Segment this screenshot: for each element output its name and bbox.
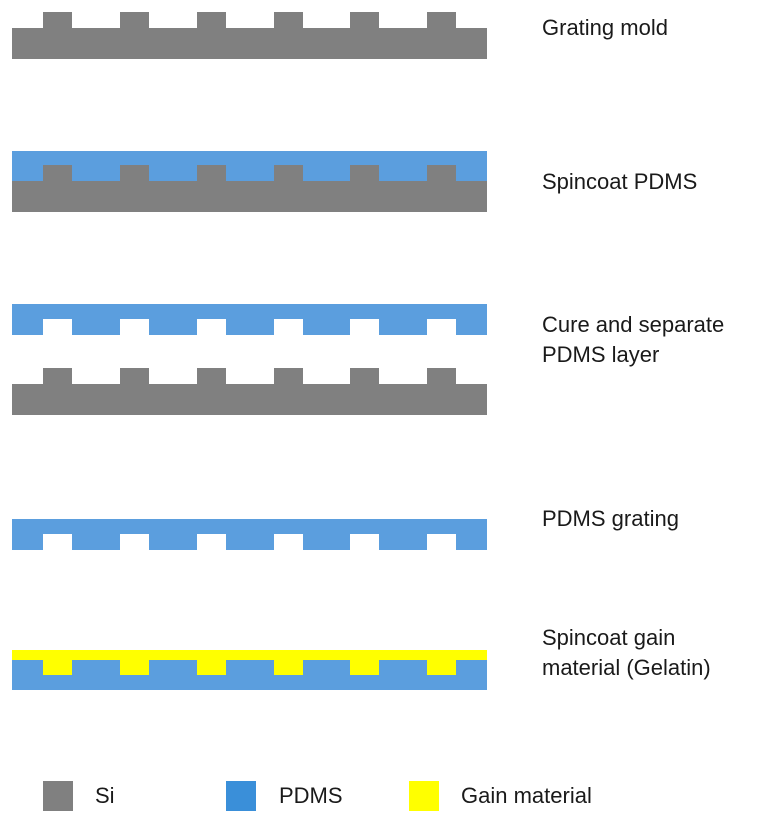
step-label-grating-mold: Grating mold: [542, 13, 668, 43]
step5-gain-fill: [274, 660, 303, 675]
pdms-swatch-icon: [226, 781, 256, 811]
step-label-spincoat-pdms: Spincoat PDMS: [542, 167, 697, 197]
step5-gain-fill: [350, 660, 379, 675]
step3-pdms-tooth: [149, 319, 197, 335]
step3-pdms-tooth: [72, 319, 120, 335]
step3-pdms-tooth: [303, 319, 350, 335]
step4-pdms-tooth: [72, 534, 120, 550]
step-label-line: PDMS layer: [542, 342, 660, 367]
legend-label-pdms: PDMS: [279, 783, 343, 808]
legend-label-gain: Gain material: [461, 783, 592, 808]
step4-pdms-tooth: [149, 534, 197, 550]
step-label-line: Cure and separate: [542, 312, 725, 337]
legend-label-si: Si: [95, 783, 115, 808]
step1-si-tooth: [43, 12, 72, 28]
step3-si-tooth: [350, 368, 379, 384]
step-label-line: Spincoat gain: [542, 625, 676, 650]
step3-si-base: [12, 384, 487, 415]
step3-pdms-tooth: [226, 319, 274, 335]
step3-si-tooth: [274, 368, 303, 384]
step4-pdms-tooth: [379, 534, 427, 550]
step-label-pdms-grating: PDMS grating: [542, 504, 679, 534]
step3-pdms-body: [12, 304, 487, 319]
step-label-line: material (Gelatin): [542, 655, 711, 680]
step4-pdms-body: [12, 519, 487, 534]
step4-pdms-tooth: [456, 534, 487, 550]
step2-si-tooth: [43, 165, 72, 181]
step2-si-tooth: [120, 165, 149, 181]
step-label-spincoat-gain: Spincoat gain material (Gelatin): [542, 623, 711, 683]
step1-si-tooth: [350, 12, 379, 28]
step5-gain-fill: [197, 660, 226, 675]
step2-si-tooth: [427, 165, 456, 181]
step2-si-tooth: [274, 165, 303, 181]
step-label-line: Grating mold: [542, 15, 668, 40]
step2-si-tooth: [197, 165, 226, 181]
step2-si-tooth: [350, 165, 379, 181]
step-label-cure-separate: Cure and separate PDMS layer: [542, 310, 724, 370]
step2-pdms-coat: [12, 151, 487, 181]
step4-pdms-tooth: [226, 534, 274, 550]
step-label-line: Spincoat PDMS: [542, 169, 698, 194]
step3-si-tooth: [197, 368, 226, 384]
step5-gain-fill: [43, 660, 72, 675]
step3-si-tooth: [427, 368, 456, 384]
step1-si-tooth: [427, 12, 456, 28]
si-swatch-icon: [43, 781, 73, 811]
step5-gain-fill: [427, 660, 456, 675]
step5-gain-fill: [120, 660, 149, 675]
step-label-line: PDMS grating: [542, 506, 679, 531]
step3-pdms-tooth: [379, 319, 427, 335]
step4-pdms-tooth: [12, 534, 43, 550]
step4-pdms-tooth: [303, 534, 350, 550]
gain-swatch-icon: [409, 781, 439, 811]
step5-gain-top: [12, 650, 487, 660]
step3-pdms-tooth: [12, 319, 43, 335]
step2-si-base: [12, 181, 487, 212]
step1-si-tooth: [120, 12, 149, 28]
step3-si-tooth: [120, 368, 149, 384]
step3-si-tooth: [43, 368, 72, 384]
step1-si-tooth: [274, 12, 303, 28]
step1-si-tooth: [197, 12, 226, 28]
step3-pdms-tooth: [456, 319, 487, 335]
step1-si-base: [12, 28, 487, 59]
